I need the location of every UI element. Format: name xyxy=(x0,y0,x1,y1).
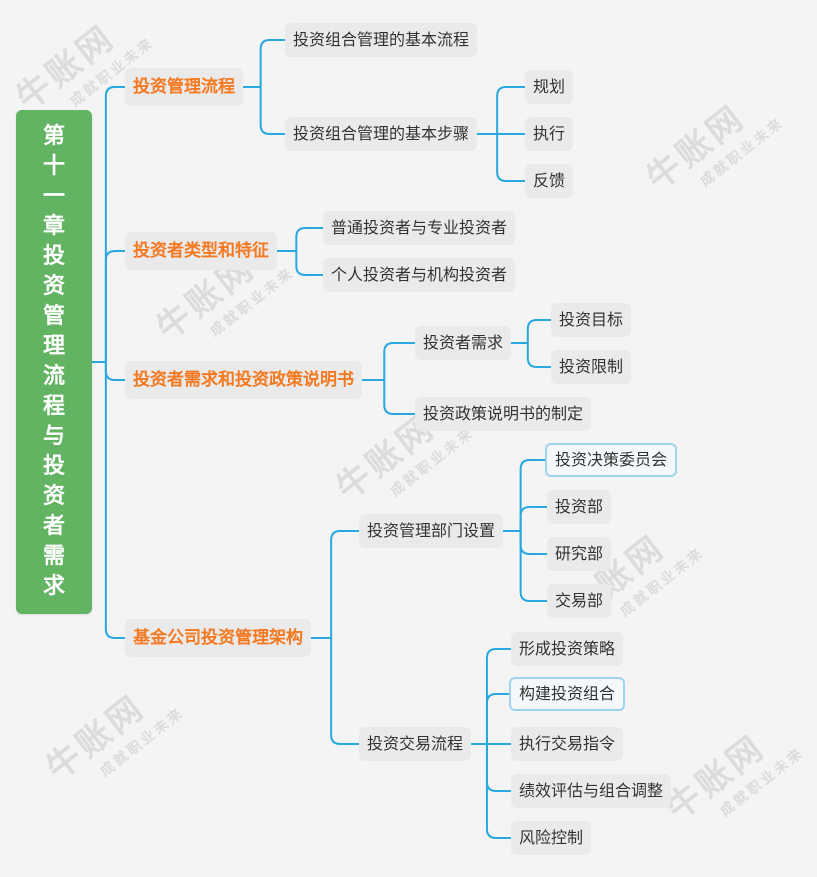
n20-link xyxy=(526,319,551,343)
b0-link xyxy=(259,39,285,87)
topic-form-strategy[interactable]: 形成投资策略 xyxy=(511,632,624,666)
n01-link xyxy=(496,134,525,182)
root-title: 第十一章投资管理流程与投资者需求 xyxy=(42,124,65,599)
root-topic[interactable]: 第十一章投资管理流程与投资者需求 xyxy=(16,110,92,614)
branch-investor-types[interactable]: 投资者类型和特征 xyxy=(125,232,277,270)
topic-execute[interactable]: 执行 xyxy=(525,117,574,151)
topic-basic-steps[interactable]: 投资组合管理的基本步骤 xyxy=(285,117,478,151)
branch-fund-structure[interactable]: 基金公司投资管理架构 xyxy=(125,619,311,657)
b3-link xyxy=(330,530,359,638)
b0-link xyxy=(259,87,285,135)
topic-basic-flow[interactable]: 投资组合管理的基本流程 xyxy=(285,23,478,57)
branch-investment-process[interactable]: 投资管理流程 xyxy=(125,68,243,106)
topic-investor-needs[interactable]: 投资者需求 xyxy=(415,326,512,360)
root-link xyxy=(104,250,125,362)
root-link xyxy=(104,362,125,639)
b2-link xyxy=(383,342,415,380)
b1-link xyxy=(295,227,323,251)
b1-link xyxy=(295,251,323,276)
topic-investment-dept[interactable]: 投资部 xyxy=(547,490,612,524)
topic-risk-control[interactable]: 风险控制 xyxy=(511,821,592,855)
n30-link xyxy=(519,506,547,531)
topic-department-setup[interactable]: 投资管理部门设置 xyxy=(359,514,504,548)
b3-link xyxy=(330,638,359,745)
topic-performance-rebalance[interactable]: 绩效评估与组合调整 xyxy=(511,774,672,808)
branch-investor-needs[interactable]: 投资者需求和投资政策说明书 xyxy=(125,361,362,399)
topic-execute-orders[interactable]: 执行交易指令 xyxy=(511,727,624,761)
root-link xyxy=(104,86,125,362)
topic-individual-institutional[interactable]: 个人投资者与机构投资者 xyxy=(323,258,516,292)
topic-trading-dept[interactable]: 交易部 xyxy=(547,584,612,618)
topic-build-portfolio[interactable]: 构建投资组合 xyxy=(509,677,626,711)
topic-plan[interactable]: 规划 xyxy=(525,70,574,104)
n20-link xyxy=(526,343,551,368)
topic-ordinary-professional[interactable]: 普通投资者与专业投资者 xyxy=(323,211,516,245)
n01-link xyxy=(496,86,525,134)
topic-feedback[interactable]: 反馈 xyxy=(525,164,574,198)
topic-investment-committee[interactable]: 投资决策委员会 xyxy=(545,443,678,477)
n30-link xyxy=(519,459,545,531)
n31-link xyxy=(485,648,511,744)
topic-investment-objectives[interactable]: 投资目标 xyxy=(551,303,632,337)
n31-link xyxy=(485,693,509,744)
b2-link xyxy=(383,380,415,415)
n30-link xyxy=(519,531,547,555)
n30-link xyxy=(519,531,547,602)
topic-trading-process[interactable]: 投资交易流程 xyxy=(359,727,472,761)
root-link xyxy=(104,362,125,381)
n31-link xyxy=(485,744,511,839)
topic-investment-constraints[interactable]: 投资限制 xyxy=(551,350,632,384)
topic-research-dept[interactable]: 研究部 xyxy=(547,537,612,571)
topic-ips-formulation[interactable]: 投资政策说明书的制定 xyxy=(415,397,592,431)
n31-link xyxy=(485,744,511,792)
